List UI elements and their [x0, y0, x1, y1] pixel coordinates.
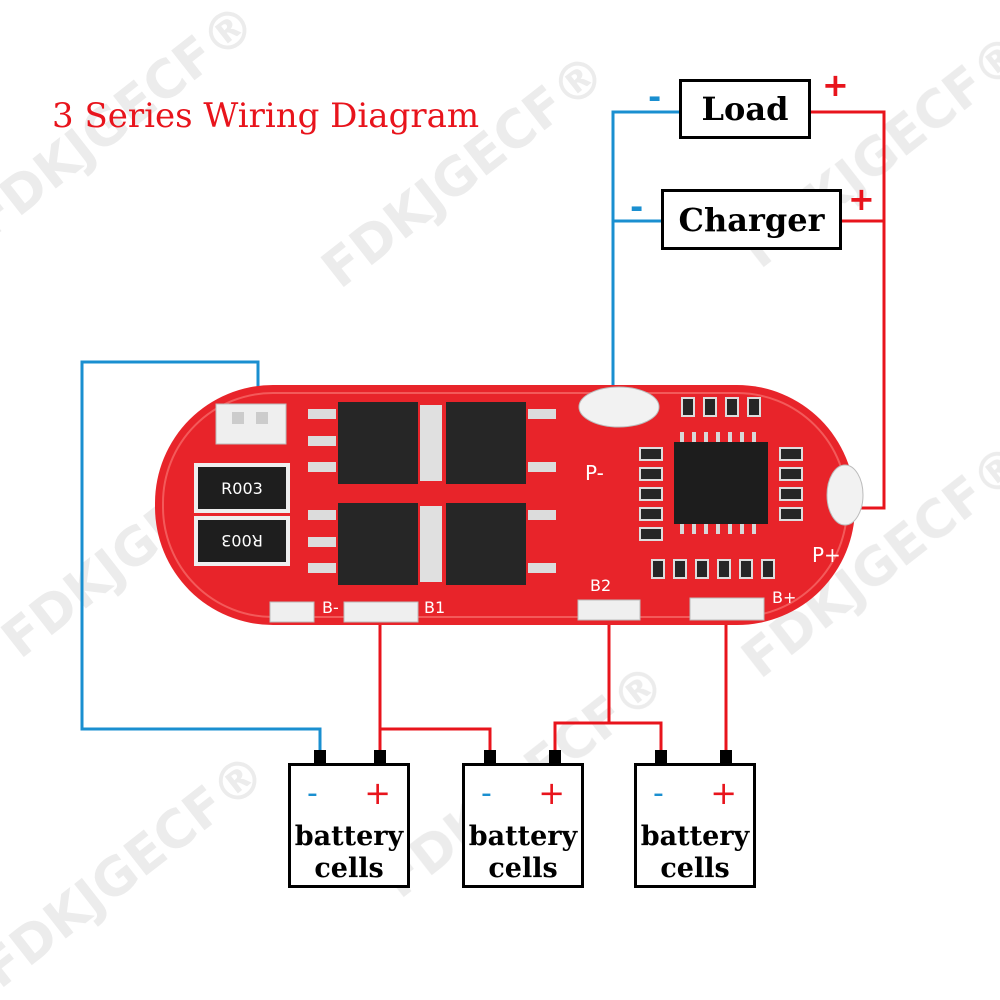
pad-label-p-minus: P- — [585, 461, 604, 485]
bms-ic — [674, 442, 768, 524]
battery-plus-sign: + — [710, 774, 737, 812]
solder-pad — [343, 601, 419, 623]
battery-minus-sign: - — [307, 776, 318, 811]
solder-pad — [577, 599, 641, 621]
pad-label-b-plus: B+ — [772, 588, 796, 607]
battery-1-positive-terminal — [374, 750, 386, 765]
load-plus-sign: + — [822, 66, 849, 104]
battery-label: battery cells — [640, 821, 750, 884]
battery-minus-sign: - — [653, 776, 664, 811]
battery-label: battery cells — [468, 821, 578, 884]
load-label: Load — [701, 90, 789, 128]
charger-minus-sign: - — [630, 188, 644, 226]
resistor — [194, 463, 290, 513]
solder-pad — [269, 601, 315, 623]
pad-label-b-minus: B- — [322, 598, 339, 617]
pad-label-b2: B2 — [590, 576, 611, 595]
wire-b1 — [378, 614, 492, 752]
mosfet-chip — [338, 402, 418, 484]
solder-pad — [578, 386, 660, 428]
diagram-title: 3 Series Wiring Diagram — [52, 96, 480, 136]
battery-cell-3: - + battery cells — [634, 763, 756, 888]
resistor-bottom-label: R003 — [221, 531, 263, 550]
wire-b-minus — [80, 360, 322, 752]
wire-load-negative — [611, 110, 679, 405]
battery-label: battery cells — [294, 821, 404, 884]
charger-label: Charger — [678, 200, 825, 239]
battery-3-positive-terminal — [720, 750, 732, 765]
mosfet-chip — [446, 503, 526, 585]
pad-label-b1: B1 — [424, 598, 445, 617]
mosfet-chip — [338, 503, 418, 585]
battery-2-positive-terminal — [549, 750, 561, 765]
mosfet-chip — [446, 402, 526, 484]
solder-pad — [689, 597, 765, 621]
wire-b2-tap — [609, 721, 663, 752]
resistor-top-label: R003 — [221, 479, 263, 498]
charger-box: Charger — [661, 189, 842, 250]
wire-load-positive — [811, 110, 886, 510]
battery-3-negative-terminal — [655, 750, 667, 765]
load-minus-sign: - — [648, 78, 662, 116]
solder-pad — [826, 464, 864, 526]
solder-pad — [215, 403, 287, 445]
battery-cell-2: - + battery cells — [462, 763, 584, 888]
load-box: Load — [679, 79, 811, 139]
resistor — [194, 516, 290, 566]
battery-minus-sign: - — [481, 776, 492, 811]
wire-b2 — [553, 614, 611, 752]
battery-plus-sign: + — [364, 774, 391, 812]
battery-cell-1: - + battery cells — [288, 763, 410, 888]
charger-plus-sign: + — [848, 180, 875, 218]
battery-2-negative-terminal — [484, 750, 496, 765]
pad-label-p-plus: P+ — [812, 543, 841, 567]
battery-plus-sign: + — [538, 774, 565, 812]
battery-1-negative-terminal — [314, 750, 326, 765]
